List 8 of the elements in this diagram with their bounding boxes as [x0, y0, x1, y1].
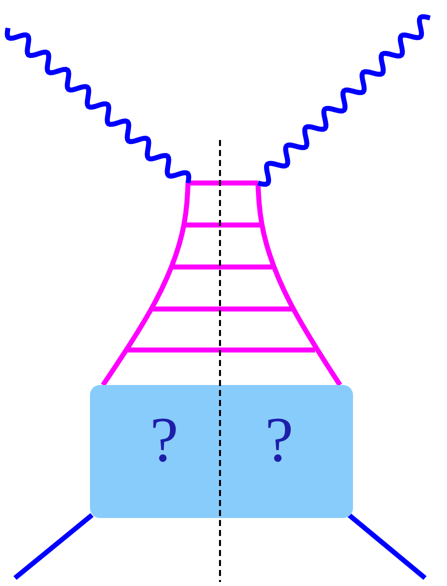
line: [13, 513, 94, 580]
question-mark: ?: [265, 408, 294, 472]
wavy-line: [4, 28, 192, 184]
wavy-line: [257, 14, 431, 187]
ladder-drawing: [100, 180, 342, 386]
blob-box: [90, 385, 353, 518]
question-mark: ?: [150, 408, 178, 472]
line: [347, 513, 427, 580]
